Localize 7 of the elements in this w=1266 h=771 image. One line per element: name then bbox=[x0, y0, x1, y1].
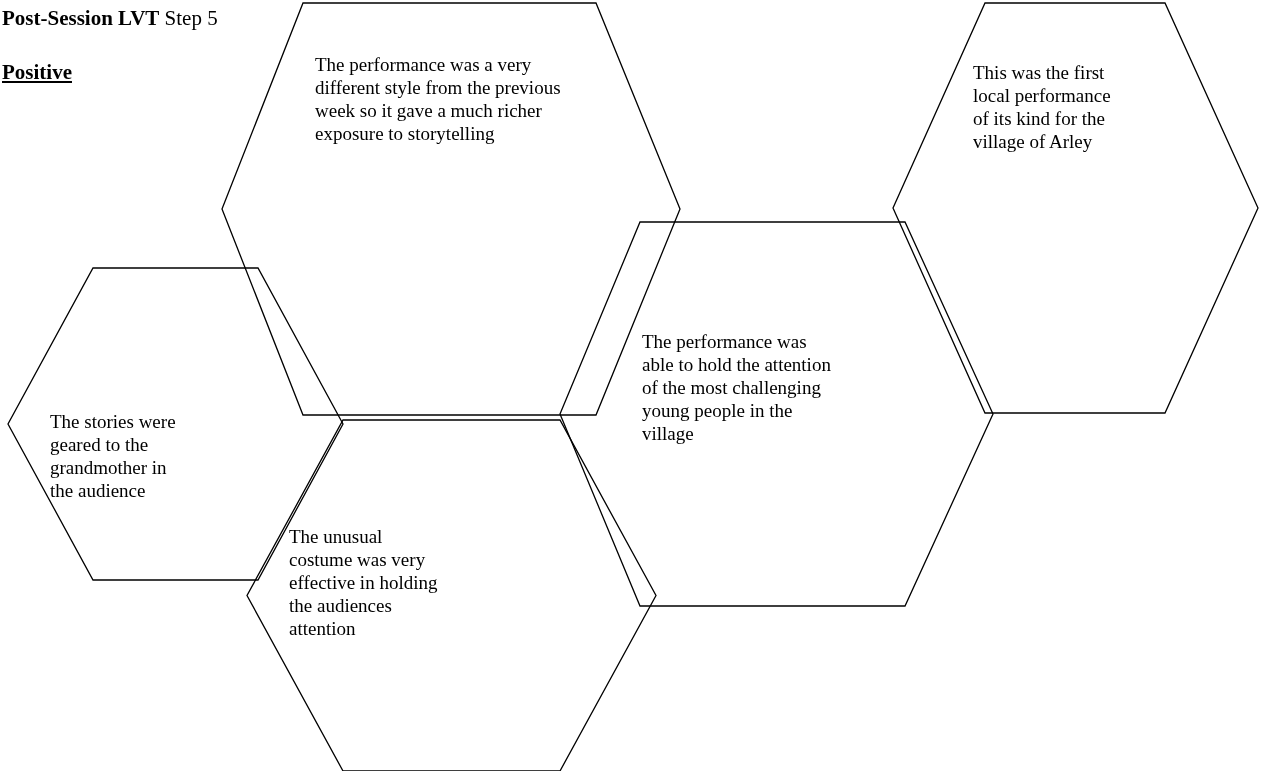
hexagon-text: The performance was a very different style from the previous week so it gave a much richer exposure to storytelling bbox=[315, 53, 562, 145]
section-heading: Positive bbox=[2, 60, 72, 85]
hexagon-text: This was the first local performance of its kind for the village of Arley bbox=[973, 61, 1112, 153]
hexagon-text: The performance was able to hold the attention of the most challenging young people in the village bbox=[642, 330, 832, 445]
hexagon-text: The unusual costume was very effective in holding the audiences attention bbox=[289, 525, 439, 640]
page-title: Post-Session LVT Step 5 bbox=[2, 6, 218, 31]
hexagon-text: The stories were geared to the grandmother in the audience bbox=[50, 410, 177, 502]
